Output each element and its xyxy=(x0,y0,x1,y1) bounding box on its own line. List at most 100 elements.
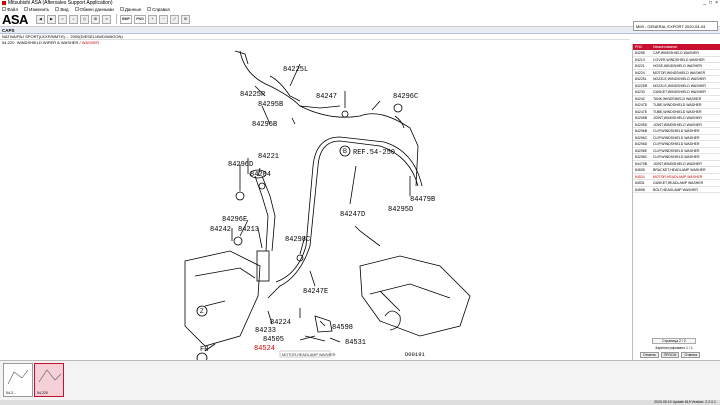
callout-84296d[interactable]: 84296D xyxy=(228,161,253,169)
callout-84204[interactable]: 84204 xyxy=(250,171,271,179)
menu-edit[interactable]: Изменить xyxy=(24,7,49,12)
view-button[interactable]: ПРОСМ xyxy=(660,352,680,358)
view-icon xyxy=(55,7,60,11)
parts-diagram[interactable]: 84225L 84225R 84295B 84247 84296B 84296C… xyxy=(0,46,630,364)
part-name: JOINT,WINDSHIELD WASHER xyxy=(653,122,702,127)
cancel-button-2[interactable]: Отмена xyxy=(681,352,701,358)
callout-84505[interactable]: 84505 xyxy=(263,336,284,344)
callout-84233[interactable]: 84233 xyxy=(255,327,276,335)
thumbnail-1[interactable]: 54-2... xyxy=(3,363,33,397)
callout-labels: 84225L 84225R 84295B 84247 84296B 84296C… xyxy=(200,66,435,358)
window-controls: _ □ × xyxy=(703,0,718,6)
cancel-button[interactable]: Отмена xyxy=(640,352,659,358)
callout-84247e[interactable]: 84247E xyxy=(303,288,328,296)
diagram-code: D00191 xyxy=(405,351,426,358)
export-bmp-button[interactable]: BMP xyxy=(120,14,132,24)
callout-84598[interactable]: 84598 xyxy=(332,324,353,332)
part-name: TUBE,WINDSHIELD WASHER xyxy=(653,103,702,107)
callout-84524[interactable]: 84524 xyxy=(254,345,275,353)
col-pnc[interactable]: PNC xyxy=(635,45,643,49)
back-icon[interactable]: ◀ xyxy=(36,14,45,24)
callout-84479b[interactable]: 84479B xyxy=(410,196,435,204)
callout-84296c[interactable]: 84296C xyxy=(393,93,418,101)
thumbnail-1-label: 54-2... xyxy=(6,391,16,395)
part-number: 84479B xyxy=(635,161,648,166)
search-icon[interactable]: ⌕ xyxy=(69,14,78,24)
close-button[interactable]: × xyxy=(715,0,718,6)
parts-row[interactable]: 84479B JOINT,WINDSHIELD WASHER xyxy=(633,161,720,167)
callout-84247[interactable]: 84247 xyxy=(316,93,337,101)
print-icon[interactable]: ⎙ xyxy=(80,14,89,24)
callout-84213[interactable]: 84213 xyxy=(238,226,259,234)
part-name: BRACKET,HEADLAMP WASHER xyxy=(653,168,706,172)
callout-84225r[interactable]: 84225R xyxy=(240,91,266,99)
callout-84295b[interactable]: 84295B xyxy=(258,101,283,109)
zoom-out-icon[interactable]: − xyxy=(159,14,168,24)
thumbnail-2-image xyxy=(38,369,62,383)
thumbnail-2[interactable]: 54-220 xyxy=(34,363,64,397)
car-outline xyxy=(359,255,471,337)
callout-84296e[interactable]: 84296E xyxy=(222,216,247,224)
zoom-in-icon[interactable]: + xyxy=(148,14,157,24)
menu-bar: Файл Изменить Вид Обмен данными Данные С… xyxy=(0,6,720,12)
part-number: 84224 xyxy=(635,70,645,75)
callout-84295d[interactable]: 84295D xyxy=(388,206,413,214)
callout-84225l[interactable]: 84225L xyxy=(283,66,308,74)
fit-icon[interactable]: ⤢ xyxy=(170,14,179,24)
part-number: 84247E xyxy=(635,109,648,114)
menu-data-exchange[interactable]: Обмен данными xyxy=(74,7,114,12)
ref-label[interactable]: REF.54-250 xyxy=(353,149,395,157)
list-icon[interactable]: ≡ xyxy=(102,14,111,24)
marker-z-label: Z xyxy=(200,309,204,315)
callout-84531[interactable]: 84531 xyxy=(345,339,366,347)
marker-z-2 xyxy=(196,352,208,364)
thumbnail-strip xyxy=(0,360,720,400)
menu-data[interactable]: Данные xyxy=(119,7,141,12)
part-name: NOZZLE,WINDSHIELD WASHER xyxy=(653,83,706,88)
ref-marker-b xyxy=(339,145,351,157)
export-png-button[interactable]: PNG xyxy=(134,14,146,24)
callout-fr: FR xyxy=(200,346,209,354)
menu-file[interactable]: Файл xyxy=(2,7,18,12)
callout-84298c[interactable]: 84298C xyxy=(285,236,310,244)
callout-84242[interactable]: 84242 xyxy=(210,226,231,234)
minimize-button[interactable]: _ xyxy=(703,0,707,6)
catalog-select[interactable]: MMI - GENERAL EXPORT 2020-04-03 xyxy=(633,21,718,31)
menu-help[interactable]: Справка xyxy=(147,7,170,12)
callout-84224[interactable]: 84224 xyxy=(270,319,291,327)
part-name: JOINT,WINDSHIELD WASHER xyxy=(653,161,702,166)
settings-icon[interactable]: ⚙ xyxy=(181,14,190,24)
callout-84296b[interactable]: 84296B xyxy=(252,121,277,129)
col-name[interactable]: Наименование xyxy=(653,45,678,49)
maximize-button[interactable]: □ xyxy=(709,0,713,6)
menu-view[interactable]: Вид xyxy=(55,7,69,12)
part-number: 84242 xyxy=(635,96,645,101)
forward-icon[interactable]: ▶ xyxy=(47,14,56,24)
cart-icon[interactable]: ⊞ xyxy=(91,14,100,24)
part-number: 84213 xyxy=(635,57,645,62)
callout-84221[interactable]: 84221 xyxy=(258,153,279,161)
callout-84247d[interactable]: 84247D xyxy=(340,211,365,219)
home-icon[interactable]: ⌂ xyxy=(58,14,67,24)
